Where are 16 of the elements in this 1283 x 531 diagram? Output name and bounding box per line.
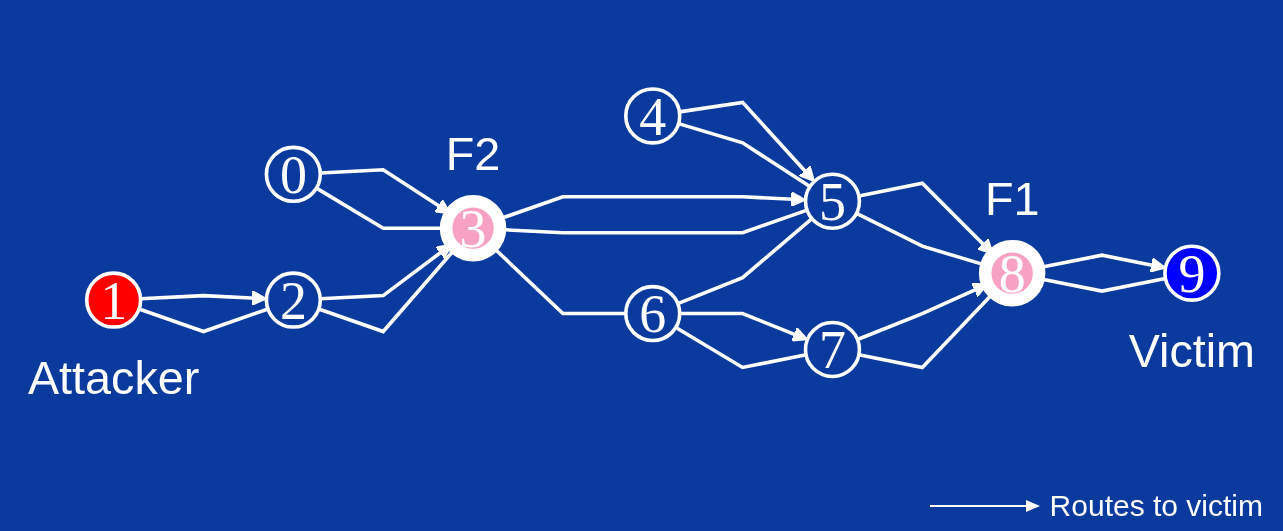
node-circle: 3	[439, 194, 507, 262]
node-caption: F1	[984, 172, 1040, 225]
connector	[677, 217, 814, 306]
node-circle: 6	[624, 284, 682, 343]
node-caption: F2	[445, 127, 501, 180]
node-circle: 1	[84, 271, 143, 329]
node-circle: 9	[1163, 244, 1221, 302]
node-circle: 2	[264, 271, 323, 329]
legend-text: Routes to victim	[1049, 489, 1263, 523]
node-circle: 7	[803, 320, 862, 379]
node-circle: 8	[978, 239, 1046, 307]
node-circle: 5	[803, 172, 862, 230]
node-caption: Attacker	[27, 352, 200, 405]
node-circle: 4	[624, 87, 682, 145]
node-circle: 0	[264, 145, 323, 204]
node-caption: Victim	[1128, 325, 1256, 378]
